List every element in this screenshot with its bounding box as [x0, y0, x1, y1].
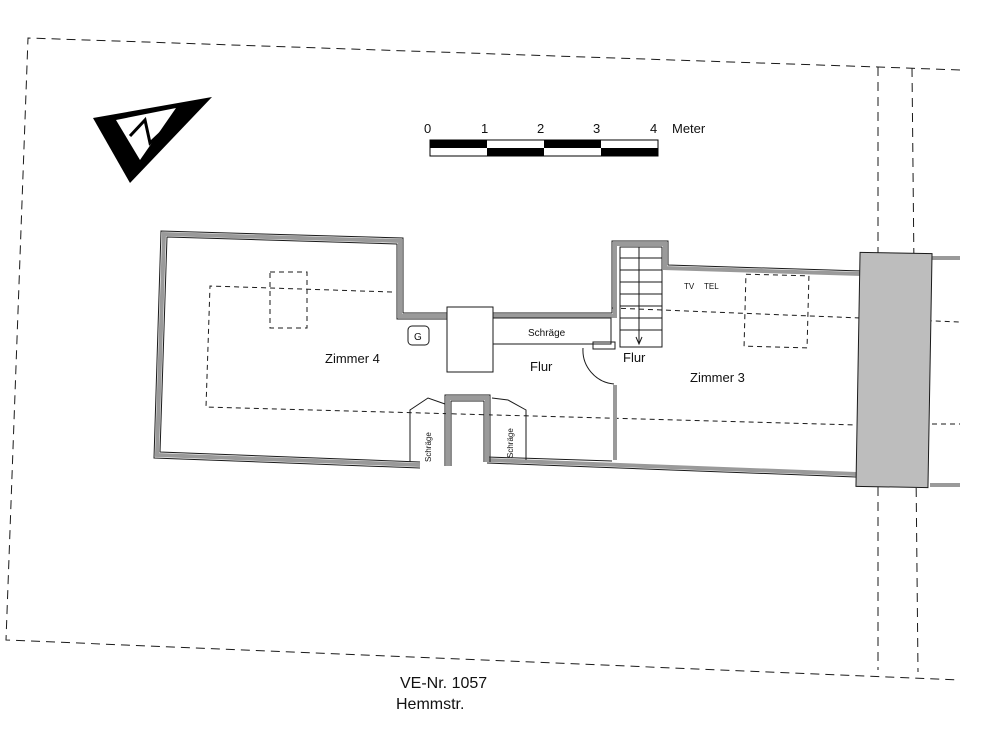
schraege-right-label: Schräge: [506, 428, 515, 458]
staircase: [619, 246, 663, 348]
scale-unit: Meter: [672, 121, 706, 136]
scale-tick-2: 2: [537, 121, 544, 136]
gas-symbol: G: [407, 325, 430, 346]
scale-tick-3: 3: [593, 121, 600, 136]
party-wall: [855, 251, 933, 489]
north-arrow-icon: [93, 97, 212, 183]
gas-label: G: [414, 332, 422, 343]
tel-label: TEL: [704, 282, 719, 291]
scale-bar: 0 1 2 3 4 Meter: [424, 121, 706, 157]
room-label-zimmer3: Zimmer 3: [690, 370, 745, 385]
chimney-block: [446, 306, 494, 373]
schraege-left-label: Schräge: [424, 432, 433, 462]
tv-label: TV: [684, 282, 695, 291]
scale-tick-4: 4: [650, 121, 657, 136]
scale-tick-1: 1: [481, 121, 488, 136]
schraege-top-label: Schräge: [528, 328, 566, 339]
room-label-flur-stairs: Flur: [623, 350, 646, 365]
schraege-top-area: Schräge: [492, 317, 612, 345]
room-label-flur: Flur: [530, 359, 553, 374]
ve-number: VE-Nr. 1057: [400, 675, 487, 692]
door-swing: [582, 341, 616, 385]
schraege-left-niche: Schräge: [409, 397, 446, 462]
scale-tick-0: 0: [424, 121, 431, 136]
schraege-right-niche: Schräge: [491, 397, 527, 460]
exterior-walls: [153, 230, 960, 487]
room-label-zimmer4: Zimmer 4: [325, 351, 380, 366]
street-name: Hemmstr.: [396, 696, 464, 713]
